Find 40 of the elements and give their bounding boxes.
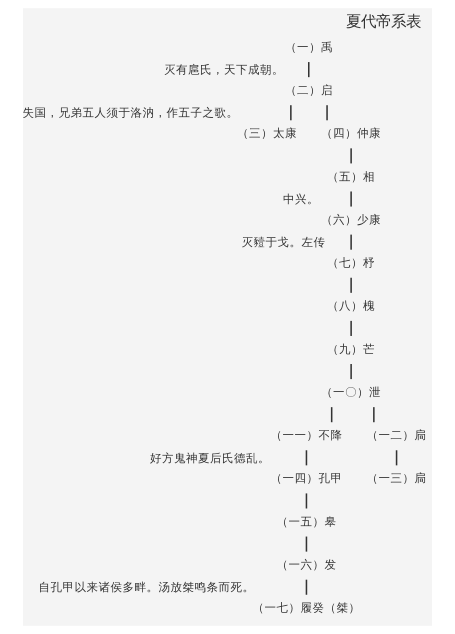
node-text: （一四）孔甲	[270, 471, 342, 486]
connector	[306, 450, 308, 466]
node-text: （一〇）泄	[321, 384, 382, 399]
diagram-title: 夏代帝系表	[346, 12, 421, 31]
node-label: 灭豷于戈。左传	[242, 235, 326, 250]
node-text: （二）启	[284, 83, 333, 98]
connector	[396, 450, 398, 466]
connector	[350, 320, 352, 336]
node-text: （一六）发	[276, 557, 336, 572]
connector	[350, 234, 352, 250]
connector	[326, 105, 328, 120]
node-label: 失国，兄弟五人须于洛汭，作五子之歌。	[22, 106, 238, 120]
node-text: （四）仲康	[321, 126, 382, 140]
connector	[290, 105, 292, 120]
node-text: （六）少康	[321, 212, 382, 226]
connector	[350, 191, 352, 207]
connector	[306, 536, 308, 552]
node-text: （一五）皋	[276, 514, 336, 528]
node-text: （七）杼	[327, 256, 376, 270]
connector	[373, 407, 375, 422]
node-label: 好方鬼神夏后氏德乱。	[150, 450, 270, 465]
node-text: （一七）履癸（桀）	[252, 600, 360, 615]
node-text: （八）槐	[327, 298, 376, 313]
node-label: 自孔甲以来诸侯多畔。汤放桀鸣条而死。	[38, 580, 255, 594]
node-text: （九）芒	[327, 342, 376, 356]
connector	[306, 493, 308, 508]
connector	[350, 278, 352, 293]
connector	[350, 364, 352, 380]
node-text: （一）禹	[284, 40, 333, 54]
connector	[306, 580, 308, 595]
node-text: （五）相	[327, 169, 376, 184]
connector	[330, 407, 332, 422]
node-label: 灭有扈氏，天下成朝。	[164, 62, 284, 77]
connector	[350, 148, 352, 164]
node-label: 中兴。	[283, 192, 320, 206]
connector	[308, 62, 310, 78]
node-text: （三）太康	[237, 126, 298, 140]
node-text: （一三）扃	[366, 471, 427, 486]
node-text: （一一）不降	[270, 428, 342, 442]
node-text: （一二）扃	[366, 428, 427, 442]
